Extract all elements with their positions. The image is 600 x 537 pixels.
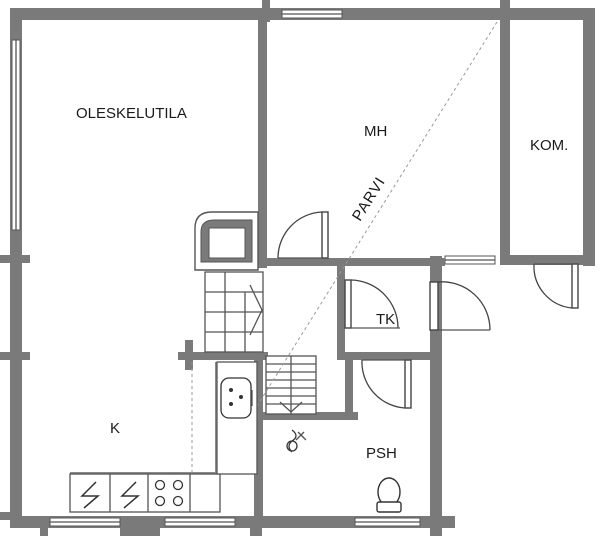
oven-icon xyxy=(120,481,141,509)
room-label-oleskelutila: OLESKELUTILA xyxy=(76,105,187,122)
door-kom xyxy=(533,263,579,309)
stove-icon xyxy=(154,479,184,507)
room-label-kom: KOM. xyxy=(530,137,568,154)
room-label-psh: PSH xyxy=(366,445,397,462)
toilet-icon xyxy=(376,477,402,513)
drain-icon xyxy=(286,429,307,453)
loft-outline xyxy=(191,21,498,511)
fireplace-icon xyxy=(194,211,259,271)
room-label-tk: TK xyxy=(376,311,395,328)
door-tk xyxy=(344,279,400,329)
stairs-lower xyxy=(265,355,317,415)
door-hall-right xyxy=(429,281,491,331)
room-label-parvi: PARVI xyxy=(349,174,389,224)
oven-icon xyxy=(80,481,101,509)
windows xyxy=(11,9,496,527)
door-mh xyxy=(277,211,329,259)
stairs-upper xyxy=(204,271,264,353)
door-psh xyxy=(361,359,412,409)
sink-icon xyxy=(220,377,253,419)
interior-walls xyxy=(70,18,510,522)
room-label-k: K xyxy=(110,420,120,437)
room-label-mh: MH xyxy=(364,123,387,140)
